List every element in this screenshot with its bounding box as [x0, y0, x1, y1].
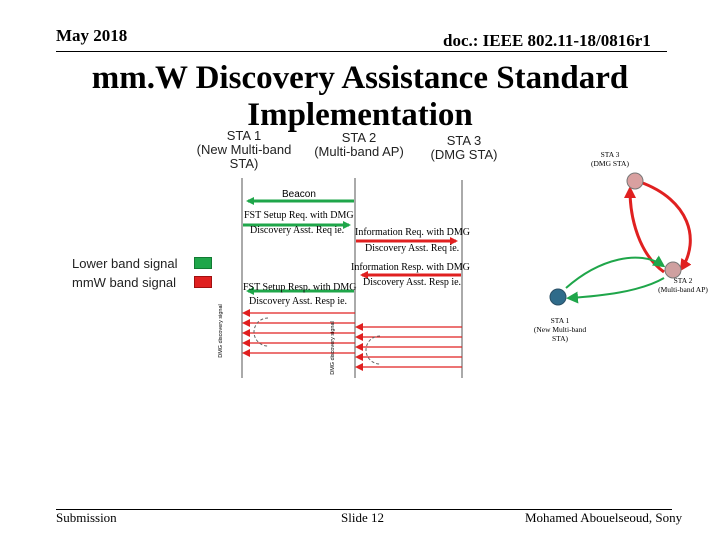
info-req-line1: Information Req. with DMG — [355, 227, 470, 238]
seq-sta2-label: STA 2 (Multi-band AP) — [305, 131, 413, 159]
net-sta1-label: STA 1 (New Multi-band STA) — [528, 316, 592, 343]
fst-setup-resp-line1: FST Setup Resp. with DMG — [243, 282, 357, 293]
dmg-discovery-label-1: DMG discovery signal — [218, 304, 224, 358]
footer-submission: Submission — [56, 510, 117, 525]
net-sta3-line2: (DMG STA) — [591, 159, 629, 168]
net-node-sta1 — [549, 288, 567, 306]
slide-title-line1: mm.W Discovery Assistance Standard — [91, 60, 629, 96]
info-req-line2: Discovery Asst. Req ie. — [365, 243, 460, 254]
legend-lower-band-swatch — [194, 257, 212, 269]
fst-setup-req-line1: FST Setup Req. with DMG — [244, 210, 354, 221]
dmg-sweep-arc — [253, 317, 269, 347]
info-resp-line2: Discovery Asst. Resp ie. — [363, 277, 462, 288]
fst-setup-req-line2: Discovery Asst. Req ie. — [250, 225, 345, 236]
info-req-label: Information Req. with DMG Discovery Asst… — [355, 227, 470, 255]
net-link-sta3-sta2-outer — [639, 180, 692, 272]
seq-sta3-label: STA 3 (DMG STA) — [425, 134, 503, 162]
net-node-sta2 — [664, 261, 682, 279]
fst-setup-req-label: FST Setup Req. with DMG Discovery Asst. … — [244, 210, 354, 237]
legend-mmw-band-swatch — [194, 276, 212, 288]
slide-title-line2: Implementation — [247, 97, 473, 133]
header-doc-id: doc.: IEEE 802.11-18/0816r1 — [443, 31, 651, 50]
net-sta3-label: STA 3 (DMG STA) — [582, 150, 638, 168]
info-resp-line1: Information Resp. with DMG — [351, 262, 470, 273]
net-link-sta2-sta1 — [566, 277, 665, 304]
dmg-sweep-arc — [365, 335, 381, 365]
net-node-sta3 — [626, 172, 644, 190]
net-sta1-line2: (New Multi-band — [533, 325, 587, 334]
seq-sta1-line3: STA) — [229, 156, 259, 171]
footer-rule — [56, 509, 672, 510]
seq-sta1-line2: (New Multi-band — [196, 142, 292, 157]
net-sta2-label: STA 2 (Multi-band AP) — [650, 276, 716, 294]
slide-title: mm.W Discovery Assistance Standard Imple… — [0, 60, 720, 134]
legend-lower-band-label: Lower band signal — [72, 256, 178, 271]
net-sta1-line3: STA) — [551, 334, 569, 343]
legend-mmw-band-label: mmW band signal — [72, 275, 177, 290]
header-date: May 2018 — [56, 26, 128, 45]
seq-sta3-line2: (DMG STA) — [430, 147, 498, 162]
info-resp-label: Information Resp. with DMG Discovery Ass… — [351, 262, 470, 289]
fst-setup-resp-label: FST Setup Resp. with DMG Discovery Asst.… — [243, 282, 356, 308]
footer-slide-number: Slide 12 — [341, 510, 384, 525]
net-sta3-line1: STA 3 — [600, 150, 620, 159]
seq-sta1-line1: STA 1 — [226, 128, 262, 143]
net-link-sta2-sta3-inner — [624, 186, 665, 274]
net-sta1-line1: STA 1 — [550, 316, 570, 325]
dmg-discovery-label-2: DMG discovery signal — [330, 321, 336, 375]
seq-sta2-line2: (Multi-band AP) — [314, 144, 404, 159]
fst-setup-resp-line2: Discovery Asst. Resp ie. — [249, 296, 348, 307]
net-link-sta1-sta2 — [565, 255, 666, 289]
header-rule — [56, 51, 667, 52]
seq-sta2-line1: STA 2 — [341, 130, 377, 145]
beacon-label: Beacon — [282, 189, 316, 200]
net-sta2-line2: (Multi-band AP) — [658, 285, 708, 294]
seq-sta3-line1: STA 3 — [446, 133, 482, 148]
net-sta2-line1: STA 2 — [673, 276, 693, 285]
seq-sta1-label: STA 1 (New Multi-band STA) — [196, 129, 292, 171]
footer-author: Mohamed Abouelseoud, Sony — [525, 510, 683, 525]
